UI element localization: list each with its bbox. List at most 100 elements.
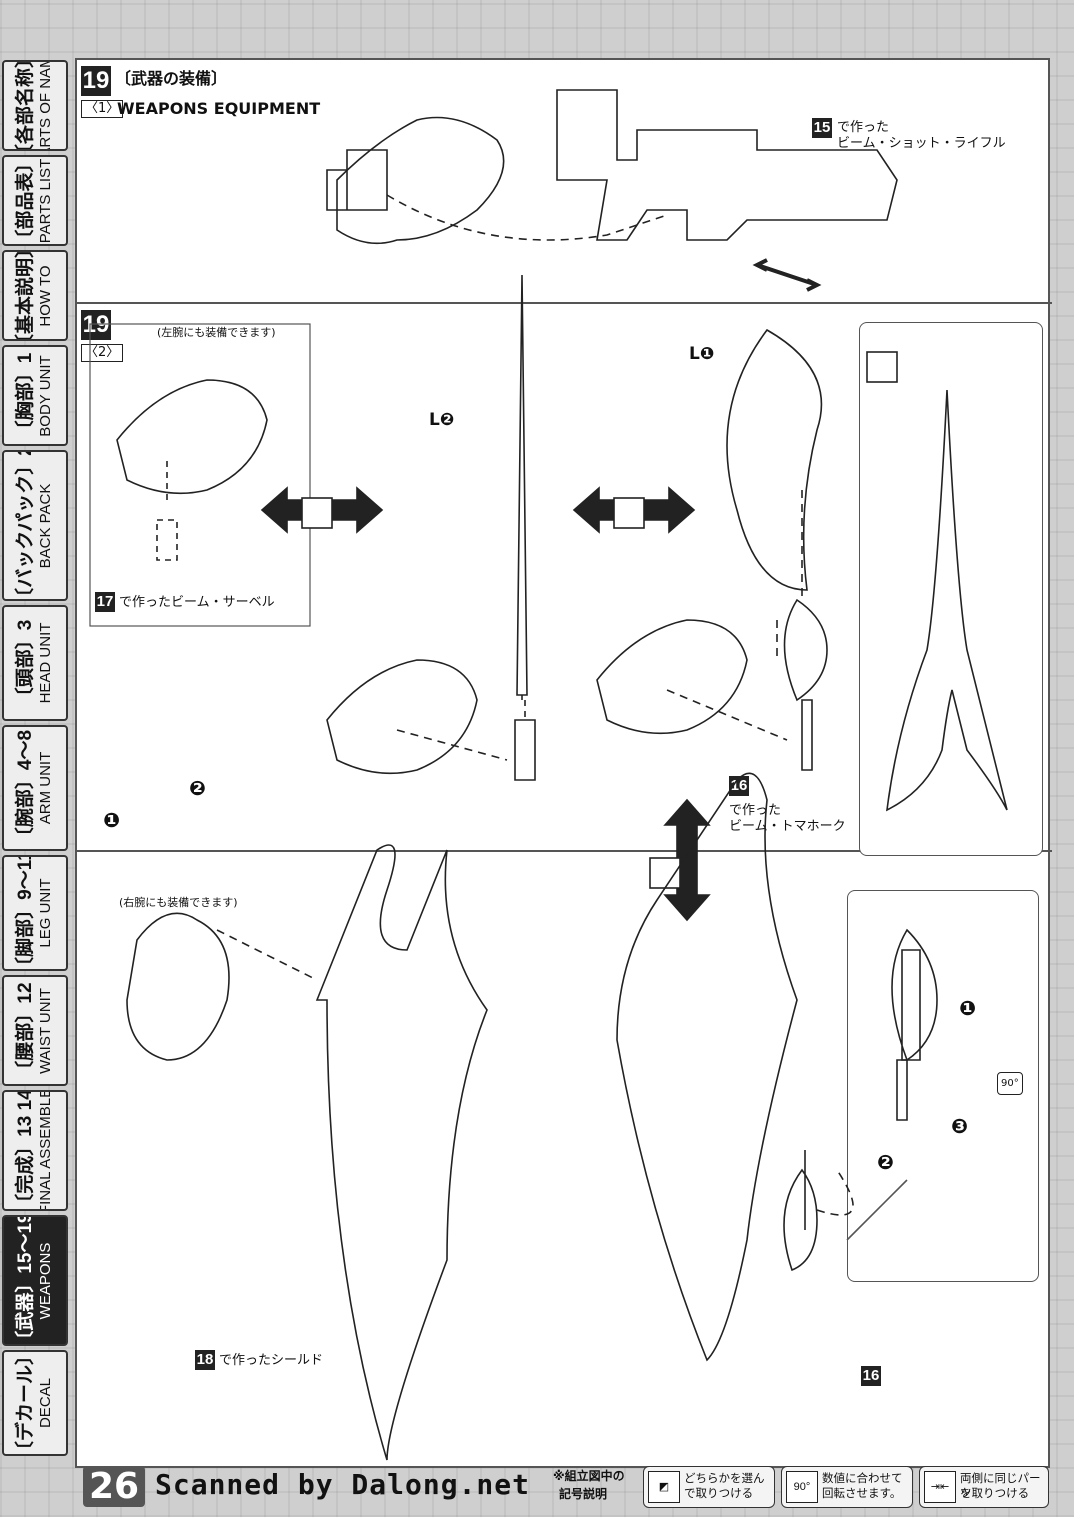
hand-illustration — [336, 116, 505, 245]
sub-step-label: 〈1〉 — [81, 100, 124, 118]
sidebar-tab-jp: 〔部品表〕 — [15, 155, 36, 246]
assembly-step-3: ❸ — [951, 1114, 968, 1138]
sidebar-tab-en: BACK PACK — [37, 483, 54, 568]
rifle-ref-line1: で作った — [837, 120, 890, 135]
divider-step2 — [77, 850, 1052, 852]
hand-shield — [126, 912, 230, 1061]
sidebar-tab[interactable]: 〔部品表〕PARTS LIST — [2, 155, 68, 246]
sidebar-tab-jp: 〔各部名称〕 — [15, 60, 36, 151]
sidebar-tab-en: PARTS LIST — [37, 158, 54, 243]
sidebar-tab-jp: 〔バックパック〕2 — [15, 450, 36, 601]
sidebar-tab-label: 〔基本説明〕HOW TO — [15, 252, 55, 339]
sidebar-tab-label: 〔デカール〕DECAL — [15, 1350, 55, 1456]
sidebar-tab-en: BODY UNIT — [37, 354, 54, 437]
both-sides-icon: ⇥⇤ — [924, 1471, 956, 1503]
legend-both-text-2: を取りつける — [960, 1486, 1030, 1500]
sidebar-tab-jp: 〔胸部〕1 — [15, 352, 36, 439]
rifle-illustration — [556, 89, 898, 241]
sidebar-tab[interactable]: 〔基本説明〕HOW TO — [2, 250, 68, 341]
line-art-illustrations — [89, 89, 1008, 1461]
left-arm-note: (左腕にも装備できます) — [157, 326, 276, 339]
rotate-icon: 90° — [786, 1471, 818, 1503]
legend-rotate-text-2: 回転させます。 — [822, 1486, 902, 1500]
assembly-step-2: ❷ — [877, 1150, 894, 1174]
sub-step-label-2: 〈2〉 — [81, 344, 124, 362]
hand-tomahawk — [596, 619, 748, 735]
legend-rotate: 90° 数値に合わせて 回転させます。 — [781, 1466, 913, 1508]
legend-either-text-1: どちらかを選ん — [684, 1471, 765, 1485]
sidebar-tab-en: DECAL — [37, 1377, 54, 1429]
legend-title-1: ※組立図中の — [553, 1469, 625, 1483]
either-icon: ◩ — [648, 1471, 680, 1503]
legend-both-text-1: 両側に同じパーツ — [960, 1471, 1041, 1500]
right-arm-note: (右腕にも装備できます) — [119, 896, 238, 909]
tomahawk-blade-l1 — [726, 328, 823, 591]
rotate-90-label: 90° — [997, 1072, 1023, 1095]
order-marker-1: ❶ — [103, 808, 120, 832]
legend-title-2: 記号説明 — [559, 1487, 608, 1501]
part-16-label: 16 — [861, 1366, 881, 1386]
legend-either-text-2: で取りつける — [684, 1486, 754, 1500]
tomahawk-ref-line1: で作った — [729, 803, 782, 818]
tomahawk-ref-line2: ビーム・トマホーク — [729, 819, 846, 834]
legend-rotate-text-1: 数値に合わせて — [822, 1471, 903, 1485]
scan-credit: Scanned by Dalong.net — [155, 1468, 531, 1501]
sidebar-tab-en: WAIST UNIT — [37, 987, 54, 1074]
sidebar-tab-en: ARM UNIT — [37, 751, 54, 825]
shield-back-illustration — [616, 772, 798, 1362]
sidebar-tab-jp: 〔腕部〕4〜8 — [15, 729, 36, 847]
sidebar-tab-en: HEAD UNIT — [37, 622, 54, 704]
tomahawk-ref-number: 16 — [729, 776, 749, 796]
rifle-ref-line2: ビーム・ショット・ライフル — [837, 136, 1006, 151]
order-marker-2: ❷ — [189, 776, 206, 800]
saber-ref: で作ったビーム・サーベル — [119, 595, 275, 610]
sidebar-tab[interactable]: 〔各部名称〕PARTS OF NAME — [2, 60, 68, 151]
page-number: 26 — [83, 1466, 146, 1507]
sidebar-tab[interactable]: 〔デカール〕DECAL — [2, 1350, 68, 1456]
hand-saber — [326, 659, 478, 775]
section-sidebar: 〔各部名称〕PARTS OF NAME〔部品表〕PARTS LIST〔基本説明〕… — [0, 60, 70, 1460]
shield-illustration — [315, 844, 488, 1461]
detail-tomahawk — [891, 928, 938, 1062]
instruction-page: 19 〔武器の装備〕 〈1〉 WEAPONS EQUIPMENT 15 で作った… — [75, 58, 1052, 1468]
tomahawk-detail-panel — [847, 890, 1039, 1282]
sidebar-tab-en: LEG UNIT — [37, 878, 54, 948]
saber-ref-number: 17 — [95, 592, 115, 612]
sidebar-tab-jp: 〔デカール〕 — [15, 1350, 36, 1456]
legend-both-sides: ⇥⇤ 両側に同じパーツ を取りつける — [919, 1466, 1049, 1508]
legend-either: ◩ どちらかを選ん で取りつける — [643, 1466, 775, 1508]
rifle-ref-number: 15 — [812, 118, 832, 138]
sidebar-tab-en: FINAL ASSEMBLE — [37, 1090, 54, 1211]
page-footer: 26 Scanned by Dalong.net ※組立図中の 記号説明 ◩ ど… — [75, 1462, 1050, 1514]
sidebar-tab-jp: 〔完成〕13 14 — [15, 1090, 36, 1211]
sidebar-tab-jp: 〔武器〕15〜19 — [15, 1215, 36, 1346]
assembly-step-1: ❶ — [959, 996, 976, 1020]
sidebar-tab-en: WEAPONS — [37, 1242, 54, 1319]
axe-blade-panel — [859, 322, 1043, 856]
step-title-en: WEAPONS EQUIPMENT — [117, 99, 321, 118]
sidebar-tab-label: 〔部品表〕PARTS LIST — [15, 155, 55, 246]
sidebar-tab-jp: 〔頭部〕3 — [15, 619, 36, 707]
step-title: 〔武器の装備〕 — [115, 69, 228, 88]
label-l2: L❷ — [429, 410, 455, 430]
sidebar-tab-en: PARTS OF NAME — [37, 60, 54, 151]
sidebar-tab-jp: 〔脚部〕9〜11 — [15, 855, 36, 971]
shield-ref: で作ったシールド — [219, 1353, 324, 1368]
sidebar-tab-label: 〔各部名称〕PARTS OF NAME — [15, 60, 55, 151]
